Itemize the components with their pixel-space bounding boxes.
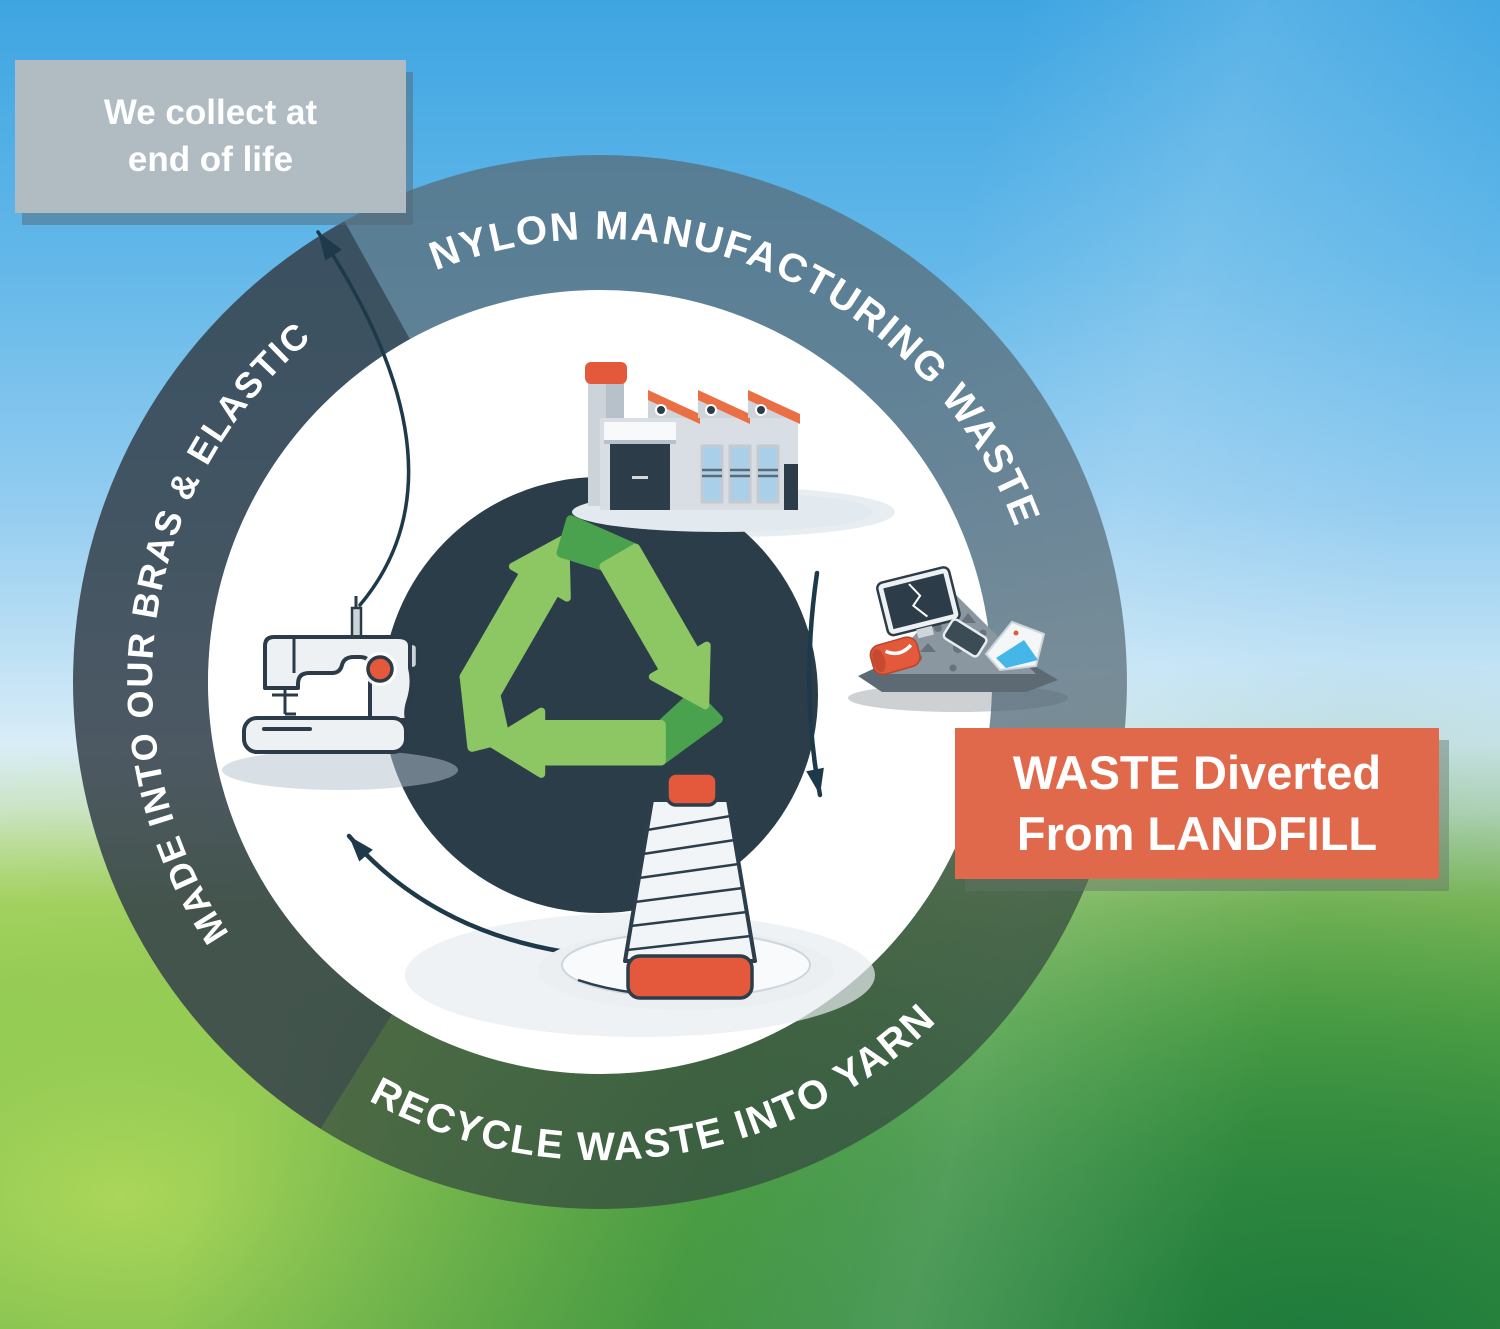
machine-base	[242, 716, 408, 754]
arrow-machine-to-collect-box	[316, 230, 411, 607]
factory-icon	[572, 362, 872, 532]
collect-callout-line1: We collect at	[103, 93, 318, 133]
recycle-arrow-3	[556, 515, 711, 710]
phone-icon	[942, 618, 988, 658]
factory-sawtooth-roofs	[648, 390, 800, 424]
needle-assembly	[272, 688, 298, 716]
landfill-callout: WASTE Diverted From LANDFILL	[955, 728, 1439, 879]
arrow-factory-to-waste	[806, 570, 824, 798]
waste-pile-icon	[848, 566, 1068, 712]
arrow-yarn-to-machine	[346, 833, 568, 955]
recycle-arrow-2	[459, 533, 571, 752]
cone-cap	[665, 771, 719, 807]
spool-pin	[350, 606, 363, 640]
cone-base	[626, 954, 754, 1000]
factory-windows	[700, 444, 780, 504]
can-icon	[869, 636, 921, 676]
collect-callout-line2: end of life	[127, 139, 294, 179]
ring-segment-recycle	[320, 783, 1109, 1209]
broken-monitor-icon	[876, 566, 961, 639]
landfill-callout-line2: From LANDFILL	[1016, 806, 1378, 860]
sewing-machine-icon	[222, 596, 458, 790]
cycle-ring	[73, 155, 1127, 1209]
crumpled-paper-icon	[984, 620, 1046, 672]
factory-door	[784, 464, 798, 510]
recycling-arrows-icon	[459, 515, 723, 778]
factory-awning	[604, 422, 676, 440]
recycle-arrow-1	[486, 689, 723, 778]
ring-segment-nylon	[344, 155, 1127, 819]
factory-chimney-cap	[585, 362, 627, 384]
machine-knob	[366, 655, 394, 683]
landfill-callout-line1: WASTE Diverted	[1012, 746, 1382, 800]
ring-segment-made	[73, 221, 410, 1129]
collect-callout: We collect at end of life	[15, 60, 406, 213]
yarn-cone-icon	[538, 771, 834, 1010]
cone-stripes	[626, 814, 752, 952]
flow-arrows	[316, 230, 824, 955]
